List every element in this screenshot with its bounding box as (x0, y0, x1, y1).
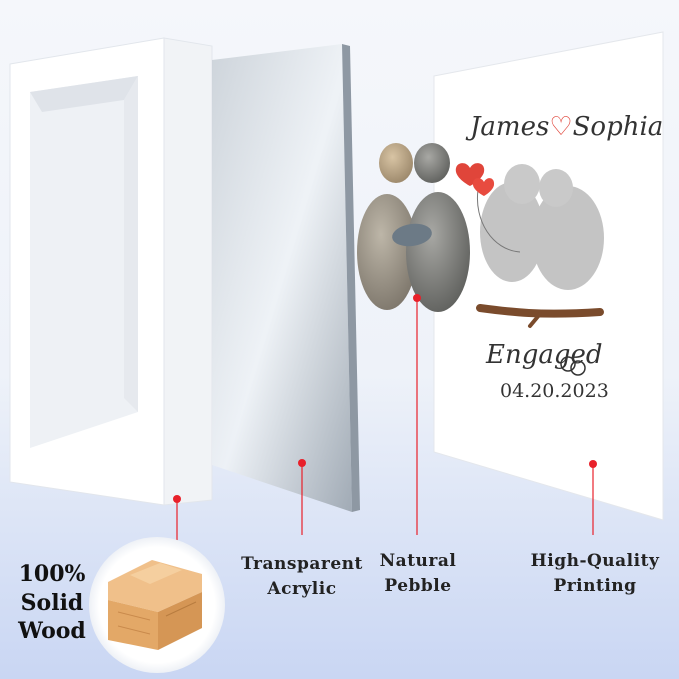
printing-label: High-Quality Printing (530, 549, 660, 598)
printing-label-line2: Printing (553, 575, 637, 596)
heart-icon: ♡ (549, 112, 573, 142)
heart-icon (455, 163, 495, 196)
wood-closeup (89, 537, 225, 673)
acrylic-label-line1: Transparent (241, 554, 363, 574)
pebble-label: Natural Pebble (368, 549, 468, 598)
pebble-couple (357, 143, 470, 312)
wood-label-line3: Wood (18, 618, 86, 645)
print-date: 04.20.2023 (500, 380, 609, 402)
wood-label: 100% Solid Wood (8, 560, 96, 646)
print-names: James♡Sophia (470, 112, 663, 142)
wood-label-line1: 100% (18, 561, 86, 587)
rings-icon (560, 356, 586, 376)
wood-frame (9, 37, 213, 506)
acrylic-sheet (212, 44, 360, 512)
wood-label-line2: Solid (20, 589, 84, 616)
acrylic-label-line2: Acrylic (267, 578, 337, 599)
print-caption: Engaged (486, 340, 603, 370)
pebble-label-line1: Natural (379, 551, 457, 571)
printing-label-line1: High-Quality (530, 551, 660, 571)
name-right: Sophia (572, 112, 664, 142)
pebble-label-line2: Pebble (384, 575, 452, 596)
printed-sheet (433, 31, 664, 521)
callout-markers (173, 294, 597, 548)
acrylic-label: Transparent Acrylic (232, 552, 372, 601)
name-left: James (470, 112, 550, 142)
